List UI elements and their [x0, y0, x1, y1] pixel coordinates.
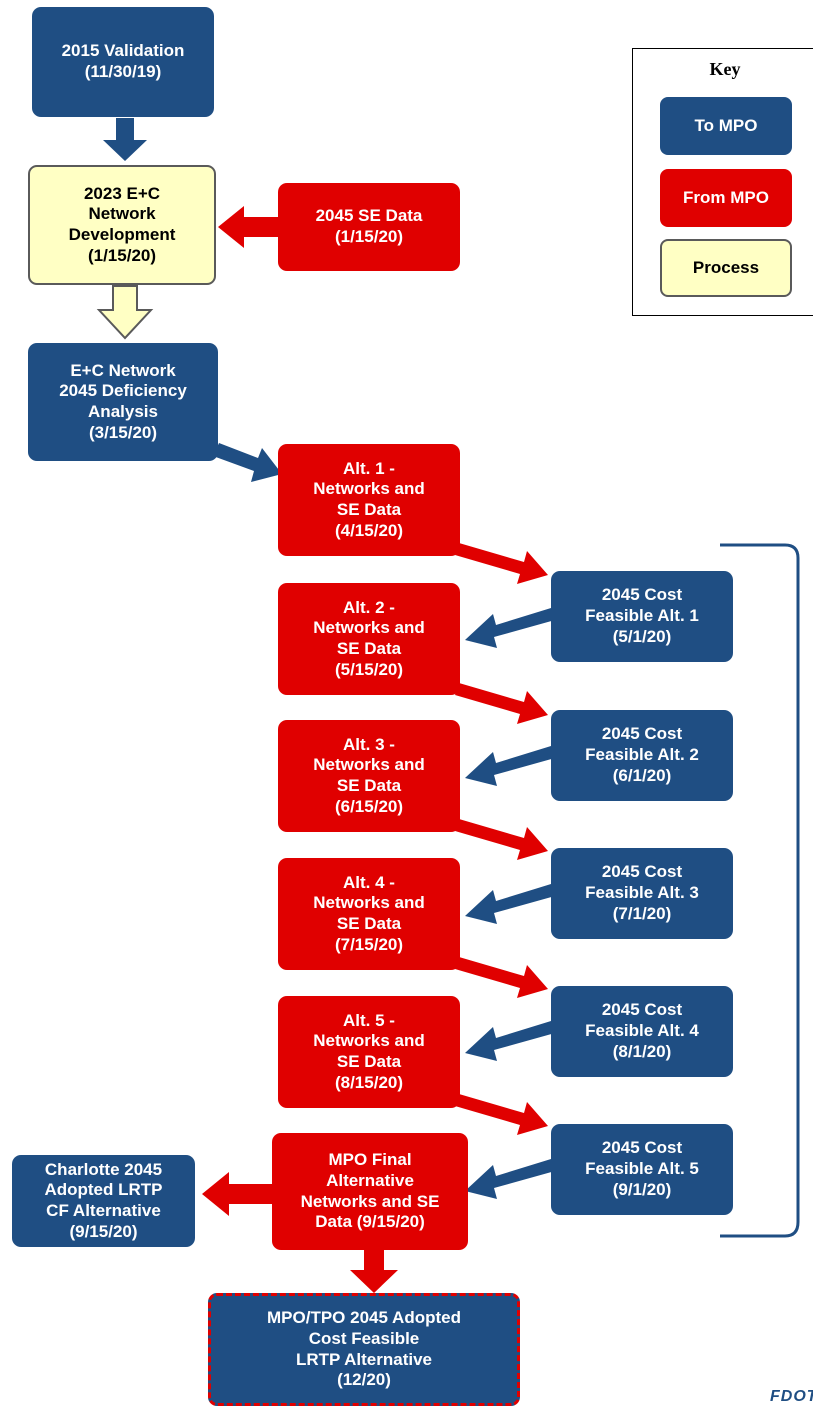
arrow-down-outline [96, 285, 154, 340]
arrow-cf2-alt3 [465, 746, 555, 786]
node-alt-2: Alt. 2 - Networks and SE Data (5/15/20) [278, 583, 460, 695]
arrow-down [350, 1250, 398, 1293]
arrow-cf5-mpo [465, 1159, 555, 1199]
legend-process: Process [660, 239, 792, 297]
node-charlotte-lrtp: Charlotte 2045 Adopted LRTP CF Alternati… [12, 1155, 195, 1247]
node-se-data: 2045 SE Data (1/15/20) [278, 183, 460, 271]
node-cost-feasible-5: 2045 Cost Feasible Alt. 5 (9/1/20) [551, 1124, 733, 1215]
legend-from-mpo: From MPO [660, 169, 792, 227]
arrow-cf4-alt5 [465, 1021, 555, 1061]
node-cost-feasible-3: 2045 Cost Feasible Alt. 3 (7/1/20) [551, 848, 733, 939]
arrow-alt3-cf3 [455, 819, 548, 860]
arrow-down [103, 118, 147, 161]
fdot-logo: FDOT [770, 1388, 813, 1405]
node-deficiency-analysis: E+C Network 2045 Deficiency Analysis (3/… [28, 343, 218, 461]
node-cost-feasible-1: 2045 Cost Feasible Alt. 1 (5/1/20) [551, 571, 733, 662]
arrow-alt1-cf1 [455, 543, 548, 584]
red-diagonal-arrows [455, 543, 548, 1135]
node-ec-network-development: 2023 E+C Network Development (1/15/20) [28, 165, 216, 285]
node-alt-1: Alt. 1 - Networks and SE Data (4/15/20) [278, 444, 460, 556]
node-adopted-lrtp: MPO/TPO 2045 Adopted Cost Feasible LRTP … [208, 1293, 520, 1406]
arrow-alt4-cf4 [455, 957, 548, 998]
legend-to-mpo: To MPO [660, 97, 792, 155]
node-alt-3: Alt. 3 - Networks and SE Data (6/15/20) [278, 720, 460, 832]
arrow-cf1-alt2 [465, 608, 555, 648]
node-validation: 2015 Validation (11/30/19) [32, 7, 214, 117]
node-cost-feasible-4: 2045 Cost Feasible Alt. 4 (8/1/20) [551, 986, 733, 1077]
legend: Key To MPO From MPO Process [632, 48, 813, 316]
node-alt-4: Alt. 4 - Networks and SE Data (7/15/20) [278, 858, 460, 970]
arrow-diagonal [213, 443, 282, 482]
arrow-left [218, 206, 279, 248]
blue-diagonal-arrows [465, 608, 555, 1199]
legend-title: Key [709, 59, 741, 79]
node-cost-feasible-2: 2045 Cost Feasible Alt. 2 (6/1/20) [551, 710, 733, 801]
arrow-alt2-cf2 [455, 683, 548, 724]
node-alt-5: Alt. 5 - Networks and SE Data (8/15/20) [278, 996, 460, 1108]
node-mpo-final: MPO Final Alternative Networks and SE Da… [272, 1133, 468, 1250]
arrow-left [202, 1172, 272, 1216]
bracket [720, 543, 800, 1238]
arrow-alt5-cf5 [455, 1094, 548, 1135]
arrow-cf3-alt4 [465, 884, 555, 924]
